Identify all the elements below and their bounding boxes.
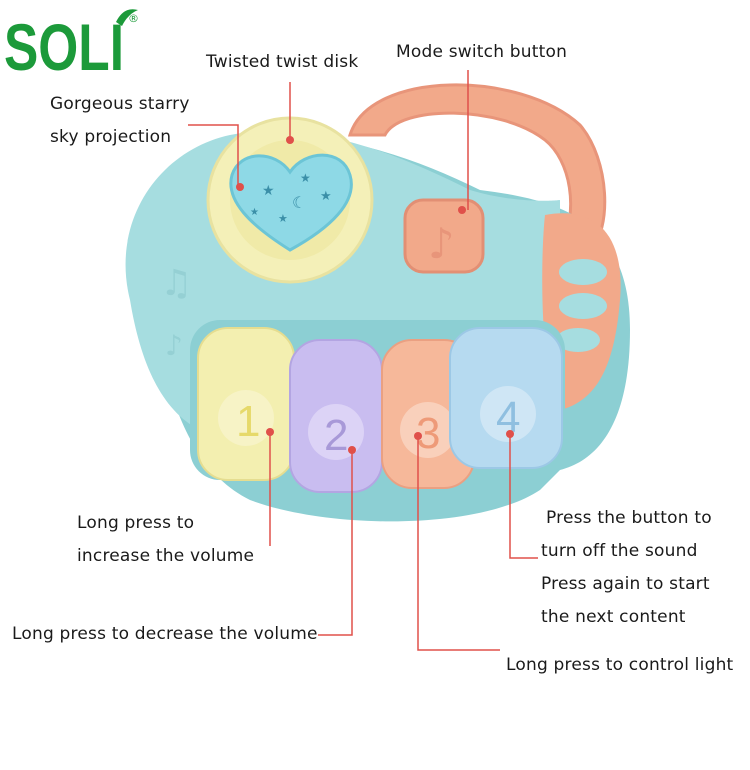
- label-decrease: Long press to decrease the volume: [12, 624, 318, 644]
- label-sound-2: turn off the sound: [541, 541, 698, 561]
- label-light: Long press to control light: [506, 655, 734, 675]
- callout-lines: [188, 70, 538, 651]
- leaf-icon: [116, 9, 138, 26]
- label-starry-2: sky projection: [50, 127, 172, 147]
- label-starry-1: Gorgeous starry: [50, 94, 190, 114]
- soli-logo: SOLI: [4, 9, 138, 84]
- svg-text:★: ★: [300, 171, 311, 185]
- key-4[interactable]: 4: [449, 327, 563, 469]
- side-vent: [556, 328, 600, 352]
- heart-projector: [229, 153, 353, 252]
- label-sound-1: Press the button to: [546, 508, 712, 528]
- star-icons: ★ ★ ★ ★ ★ ☾: [250, 171, 332, 225]
- music-note-icon: ♪: [165, 329, 183, 362]
- svg-text:★: ★: [250, 207, 259, 218]
- registered-mark: ®: [128, 12, 139, 25]
- side-vent: [559, 293, 607, 319]
- side-vent: [559, 259, 607, 285]
- svg-text:★: ★: [262, 183, 275, 199]
- music-note-icon: ♪: [428, 219, 455, 268]
- key-1-label: 1: [236, 397, 260, 446]
- logo-text: SOLI: [4, 10, 124, 84]
- key-2-label: 2: [324, 411, 348, 460]
- svg-text:☾: ☾: [292, 193, 306, 212]
- label-twist-disk: Twisted twist disk: [206, 52, 359, 72]
- label-increase-2: increase the volume: [77, 546, 255, 566]
- key-1[interactable]: 1: [197, 327, 295, 481]
- music-note-icon: ♫: [160, 263, 192, 304]
- callout-dots: [236, 136, 514, 454]
- mode-switch-button[interactable]: [403, 198, 485, 274]
- svg-text:★: ★: [320, 189, 332, 204]
- label-increase-1: Long press to: [77, 513, 195, 533]
- key-2[interactable]: 2: [289, 339, 383, 493]
- label-sound-3: Press again to start: [541, 574, 710, 594]
- svg-text:★: ★: [278, 212, 288, 225]
- label-mode-switch: Mode switch button: [396, 42, 568, 62]
- label-sound-4: the next content: [541, 607, 686, 627]
